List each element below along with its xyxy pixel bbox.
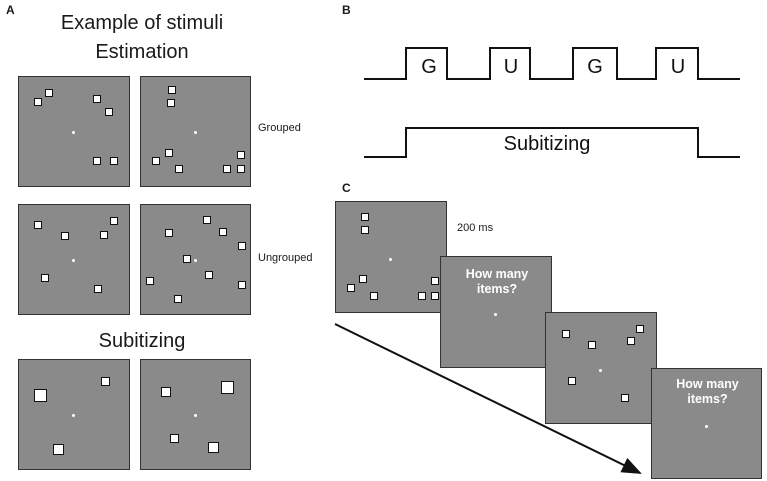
stimulus-subitizing-1 [18,359,130,470]
panel-a-title: Example of stimuli [60,12,224,34]
response-question: How many items? [652,377,763,407]
estimation-heading: Estimation [95,41,189,63]
stimulus-item [636,325,644,333]
question-line-1: How many [676,377,739,391]
stimulus-item [110,217,118,225]
stimulus-grouped-2 [140,76,251,187]
block-timeline-waveform [364,47,740,80]
stimulus-item [93,95,101,103]
stimulus-item [34,389,47,402]
stimulus-item [621,394,629,402]
panel-b-letter: B [342,3,351,17]
stimulus-item [562,330,570,338]
subitizing-timeline-waveform [364,127,740,158]
stimulus-item [61,232,69,240]
block-label-4: U [671,56,685,78]
fixation-dot [72,259,75,262]
subitizing-block-label: Subitizing [504,133,591,155]
stimulus-item [219,228,227,236]
stimulus-item [361,226,369,234]
stimulus-ungrouped-2 [140,204,251,315]
stimulus-item [101,377,110,386]
subitizing-heading: Subitizing [98,330,186,352]
stimulus-item [203,216,211,224]
stimulus-item [45,89,53,97]
stimulus-item [237,165,245,173]
response-screen-1: How many items? [440,256,552,368]
stimulus-item [105,108,113,116]
stimulus-item [165,149,173,157]
stimulus-item [168,86,176,94]
stimulus-item [627,337,635,345]
trial-stimulus-2 [545,312,657,424]
stimulus-item [183,255,191,263]
stimulus-item [568,377,576,385]
fixation-dot [194,259,197,262]
fixation-dot [494,313,497,316]
stimulus-subitizing-2 [140,359,251,470]
block-label-2: U [504,56,518,78]
stimulus-item [418,292,426,300]
stimulus-item [93,157,101,165]
ungrouped-label: Ungrouped [258,252,313,264]
stimulus-item [431,277,439,285]
stimulus-item [238,242,246,250]
stimulus-item [175,165,183,173]
block-label-1: G [421,56,437,78]
stimulus-item [161,387,171,397]
stimulus-grouped-1 [18,76,130,187]
duration-label: 200 ms [457,222,494,234]
stimulus-item [223,165,231,173]
trial-stimulus-1 [335,201,447,313]
stimulus-item [152,157,160,165]
stimulus-item [170,434,179,443]
stimulus-item [110,157,118,165]
stimulus-item [205,271,213,279]
block-label-3: G [587,56,603,78]
stimulus-item [167,99,175,107]
fixation-dot [72,131,75,134]
panel-c-letter: C [342,181,351,195]
stimulus-item [41,274,49,282]
block-design-diagram: G U G U Subitizing [364,47,740,158]
stimulus-item [53,444,64,455]
fixation-dot [194,131,197,134]
stimulus-item [431,292,439,300]
panel-a-letter: A [6,3,15,17]
response-question: How many items? [441,267,553,297]
fixation-dot [72,414,75,417]
fixation-dot [705,425,708,428]
stimulus-item [94,285,102,293]
question-line-2: items? [476,282,518,296]
stimulus-item [361,213,369,221]
stimulus-item [237,151,245,159]
stimulus-item [100,231,108,239]
stimulus-item [146,277,154,285]
stimulus-item [359,275,367,283]
stimulus-item [221,381,234,394]
stimulus-item [165,229,173,237]
stimulus-item [174,295,182,303]
stimulus-item [238,281,246,289]
stimulus-item [34,221,42,229]
question-line-1: How many [465,267,529,281]
response-screen-2: How many items? [651,368,762,479]
stimulus-item [347,284,355,292]
question-line-2: items? [687,392,728,406]
stimulus-item [588,341,596,349]
fixation-dot [599,369,602,372]
stimulus-item [34,98,42,106]
grouped-label: Grouped [258,122,301,134]
fixation-dot [389,258,392,261]
stimulus-item [370,292,378,300]
stimulus-ungrouped-1 [18,204,130,315]
fixation-dot [194,414,197,417]
stimulus-item [208,442,219,453]
